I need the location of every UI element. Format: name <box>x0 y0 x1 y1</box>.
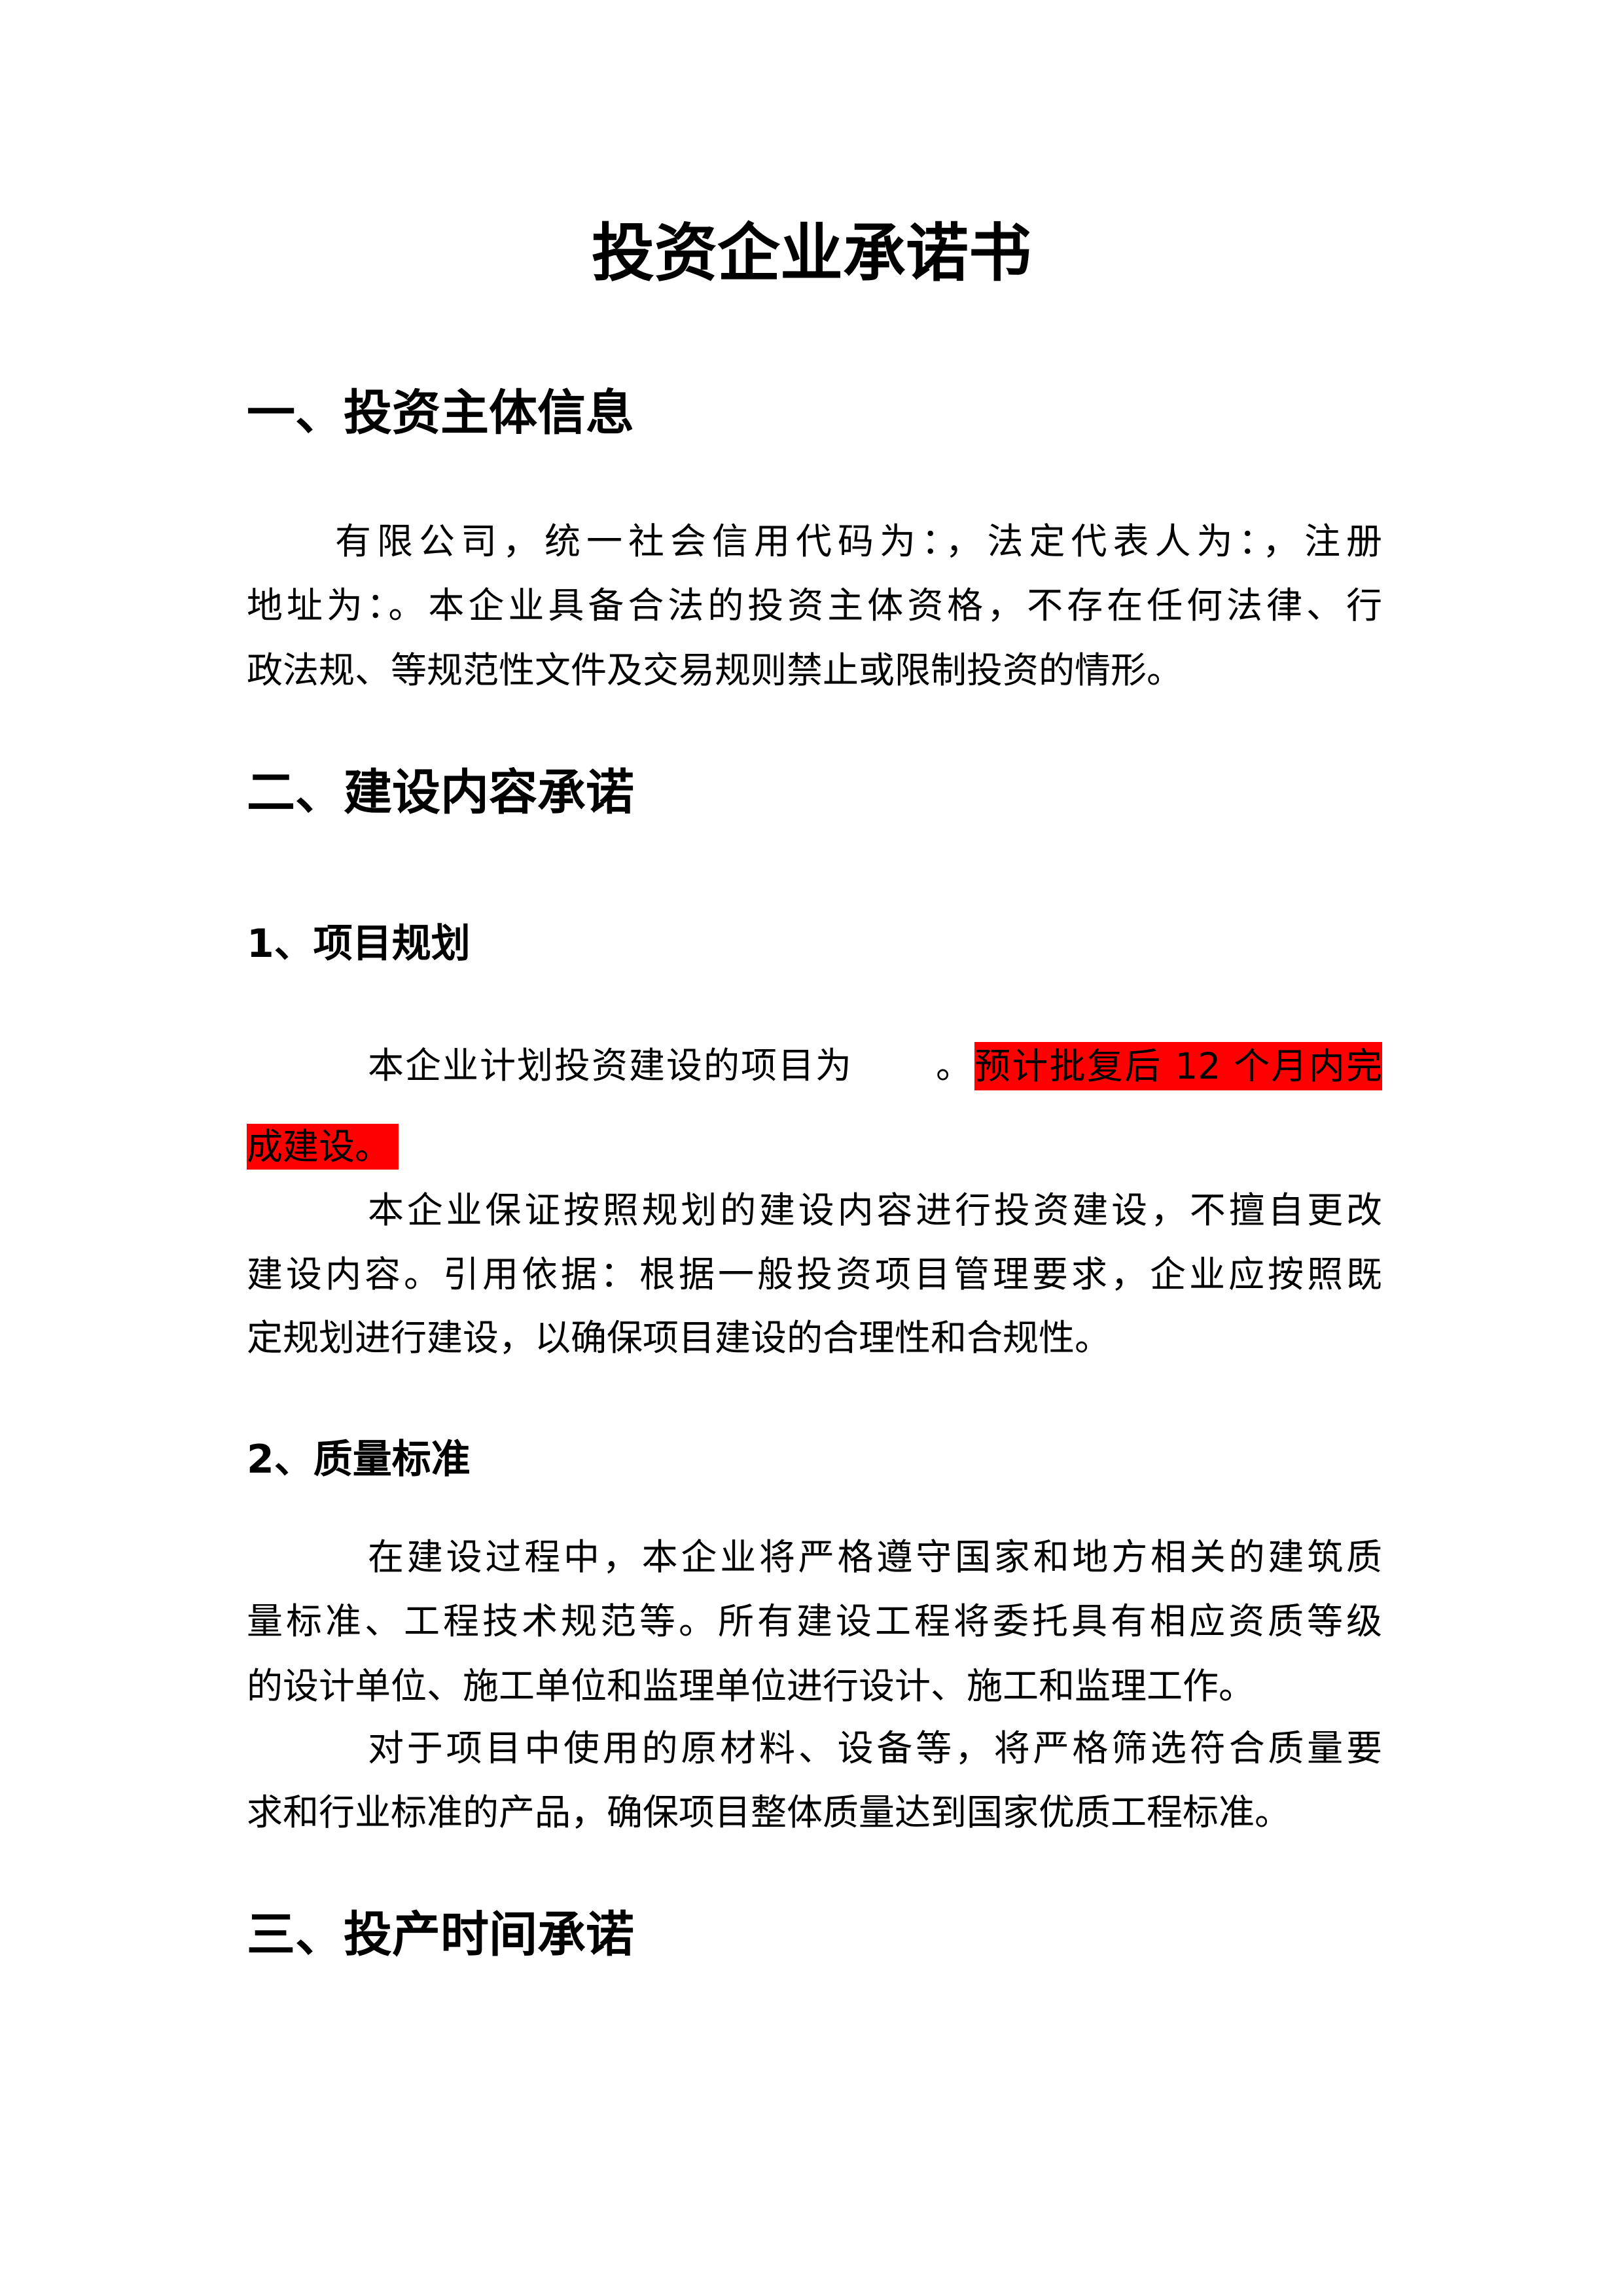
highlighted-completion-text: 预计批复后 12 个月内完 <box>974 1042 1382 1090</box>
subsection-1-line: 定规划进行建设，以确保项目建设的合理性和合规性。 <box>247 1317 1111 1359</box>
plan-period: 。 <box>936 1045 972 1086</box>
subsection-1-line: 建设内容。引用依据：根据一般投资项目管理要求，企业应按照既 <box>247 1253 1382 1295</box>
section-1-line: 有限公司，统一社会信用代码为：，法定代表人为：，注册 <box>335 520 1382 562</box>
section-1-heading: 一、投资主体信息 <box>247 385 634 441</box>
subsection-2-line: 量标准、工程技术规范等。所有建设工程将委托具有相应资质等级 <box>247 1600 1382 1642</box>
section-1-line: 地址为：。本企业具备合法的投资主体资格，不存在任何法律、行 <box>247 584 1382 626</box>
section-2-heading: 二、建设内容承诺 <box>247 764 634 821</box>
section-1-line: 政法规、等规范性文件及交易规则禁止或限制投资的情形。 <box>247 649 1183 691</box>
subsection-1-heading: 1、项目规划 <box>247 921 471 967</box>
subsection-2-heading: 2、质量标准 <box>247 1437 471 1482</box>
subsection-2-line: 求和行业标准的产品，确保项目整体质量达到国家优质工程标准。 <box>247 1791 1291 1833</box>
subsection-2-line: 对于项目中使用的原材料、设备等，将严格筛选符合质量要 <box>368 1727 1382 1769</box>
highlighted-completion-text-cont: 成建设。 <box>247 1124 399 1170</box>
section-3-heading: 三、投产时间承诺 <box>247 1907 634 1963</box>
document-title: 投资企业承诺书 <box>592 217 1031 290</box>
plan-text: 本企业计划投资建设的项目为 <box>368 1045 853 1086</box>
subsection-2-line: 的设计单位、施工单位和监理单位进行设计、施工和监理工作。 <box>247 1665 1255 1707</box>
subsection-1-line: 本企业保证按照规划的建设内容进行投资建设，不擅自更改 <box>368 1189 1382 1231</box>
subsection-2-line: 在建设过程中，本企业将严格遵守国家和地方相关的建筑质 <box>368 1536 1382 1578</box>
